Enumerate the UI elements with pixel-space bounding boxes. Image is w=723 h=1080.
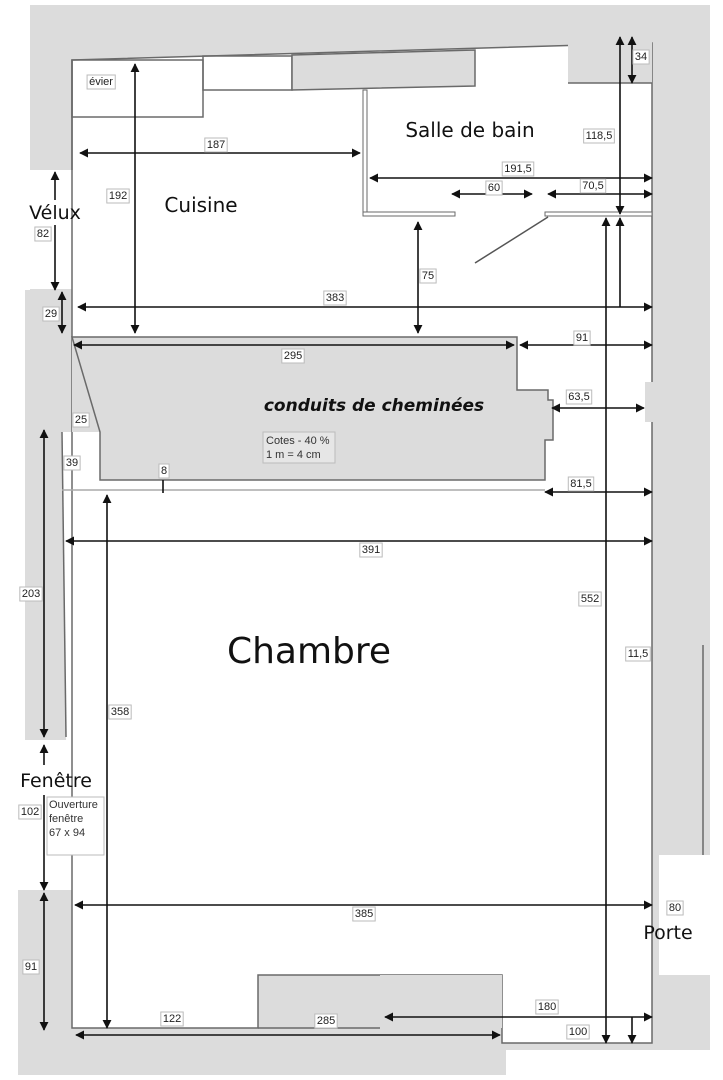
dim-label: 102 [18,804,42,820]
bathroom-door [474,216,549,264]
bathroom-walls [362,89,653,264]
dim-label: 383 [323,290,347,306]
dim-label: 80 [666,900,684,916]
svg-text:fenêtre: fenêtre [49,813,83,825]
dim-label: 391 [359,542,383,558]
dim-label: 81,5 [567,476,595,492]
svg-text:39: 39 [66,457,78,469]
label-velux: Vélux [29,202,81,224]
dim-label: 552 [578,591,602,607]
dim-label: 39 [63,455,81,471]
dim-label: 180 [535,999,559,1015]
svg-text:évier: évier [89,76,113,88]
svg-text:70,5: 70,5 [582,180,603,192]
svg-text:82: 82 [37,228,49,240]
svg-text:91: 91 [25,961,37,973]
svg-text:11,5: 11,5 [628,648,649,660]
svg-text:Cotes - 40 %: Cotes - 40 % [266,435,330,447]
label-conduits-de-cheminees: conduits de cheminées [264,396,484,416]
svg-text:118,5: 118,5 [586,130,613,142]
dim-label: 91 [573,330,591,346]
svg-text:25: 25 [75,414,87,426]
sink-label: évier [86,74,116,90]
svg-text:91: 91 [576,332,588,344]
dim-label: 11,5 [625,646,651,662]
dim-label: 8 [158,463,170,479]
dim-label: 385 [352,906,376,922]
svg-text:180: 180 [538,1001,556,1013]
dim-label: 192 [106,188,130,204]
dimension-arrows [39,36,653,1044]
svg-text:383: 383 [326,292,344,304]
dim-label: 91 [22,959,40,975]
svg-text:80: 80 [669,902,681,914]
svg-text:122: 122 [163,1013,181,1025]
window-opening-note: Ouverture fenêtre 67 x 94 [46,796,105,856]
dimension-labels: 34 118,5 187 191,5 60 70,5 192 82 75 383… [18,49,684,1040]
dim-label: 122 [160,1011,184,1027]
dim-label: 203 [19,586,43,602]
dim-label: 118,5 [583,128,615,144]
dim-label: 63,5 [565,389,593,405]
room-label-salle-de-bain: Salle de bain [405,118,534,142]
svg-text:75: 75 [422,270,434,282]
svg-text:67 x 94: 67 x 94 [49,827,85,839]
svg-text:60: 60 [488,182,500,194]
svg-text:102: 102 [21,806,39,818]
svg-text:1 m = 4 cm: 1 m = 4 cm [266,449,321,461]
svg-text:191,5: 191,5 [504,163,532,175]
room-label-cuisine: Cuisine [164,193,237,217]
svg-text:187: 187 [207,139,225,151]
svg-text:81,5: 81,5 [570,478,591,490]
dim-label: 295 [281,348,305,364]
dim-label: 191,5 [501,161,535,177]
dim-label: 70,5 [579,178,607,194]
label-porte: Porte [643,922,692,944]
dim-label: 100 [566,1024,590,1040]
svg-text:34: 34 [635,51,647,63]
interior-space [62,43,652,1043]
dim-label: 285 [314,1013,338,1029]
dim-label: 34 [632,49,650,65]
svg-text:29: 29 [45,308,57,320]
svg-text:295: 295 [284,350,302,362]
bottom-block [380,975,502,1028]
dim-label: 75 [419,268,437,284]
svg-text:8: 8 [161,465,167,477]
svg-text:100: 100 [569,1026,587,1038]
chimney-block [72,337,553,480]
dim-label: 25 [72,412,90,428]
cabinet-block [292,50,475,90]
svg-text:Ouverture: Ouverture [49,799,98,811]
svg-text:552: 552 [581,593,599,605]
svg-text:358: 358 [111,706,129,718]
svg-text:285: 285 [317,1015,335,1027]
dim-label: 60 [485,180,503,196]
svg-text:63,5: 63,5 [568,391,589,403]
dim-label: 358 [108,704,132,720]
dim-label: 187 [204,137,228,153]
svg-text:203: 203 [22,588,40,600]
dim-label: 29 [42,306,60,322]
svg-text:391: 391 [362,544,380,556]
svg-text:385: 385 [355,908,373,920]
svg-text:192: 192 [109,190,127,202]
room-label-chambre: Chambre [227,631,391,672]
scale-note: Cotes - 40 % 1 m = 4 cm [262,431,336,464]
label-fenetre: Fenêtre [20,770,92,792]
dim-label: 82 [34,226,52,242]
